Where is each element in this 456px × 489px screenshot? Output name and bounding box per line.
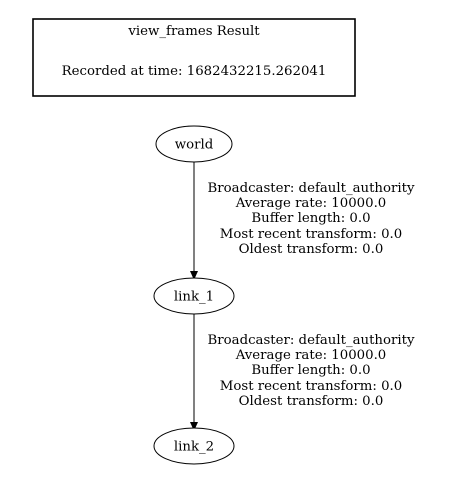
edge-oldest: Oldest transform: 0.0: [239, 394, 384, 409]
node-ellipse: [153, 277, 235, 315]
recorded-time: Recorded at time: 1682432215.262041: [62, 64, 327, 79]
edge-oldest: Oldest transform: 0.0: [239, 242, 384, 257]
frame-node-link-2: link_2: [153, 427, 235, 465]
node-label: link_1: [174, 290, 214, 305]
edge-most-recent: Most recent transform: 0.0: [220, 379, 402, 394]
edge-buffer-length: Buffer length: 0.0: [251, 363, 370, 378]
header-title: view_frames Result: [127, 24, 260, 39]
node-ellipse: [153, 427, 235, 465]
edge-world-to-link-1: Broadcaster: default_authority Average r…: [190, 162, 415, 280]
edge-broadcaster: Broadcaster: default_authority: [208, 333, 415, 348]
edge-link-1-to-link-2: Broadcaster: default_authority Average r…: [190, 314, 415, 431]
node-label: world: [175, 138, 214, 153]
edge-broadcaster: Broadcaster: default_authority: [208, 181, 415, 196]
edge-average-rate: Average rate: 10000.0: [235, 348, 387, 363]
frame-node-link-1: link_1: [153, 277, 235, 315]
frame-node-world: world: [155, 125, 233, 163]
edge-most-recent: Most recent transform: 0.0: [220, 227, 402, 242]
result-header-box: view_frames Result Recorded at time: 168…: [32, 18, 356, 97]
node-ellipse: [155, 125, 233, 163]
edge-buffer-length: Buffer length: 0.0: [251, 211, 370, 226]
edge-average-rate: Average rate: 10000.0: [235, 196, 387, 211]
node-label: link_2: [174, 440, 214, 455]
header-frame: [32, 18, 356, 97]
